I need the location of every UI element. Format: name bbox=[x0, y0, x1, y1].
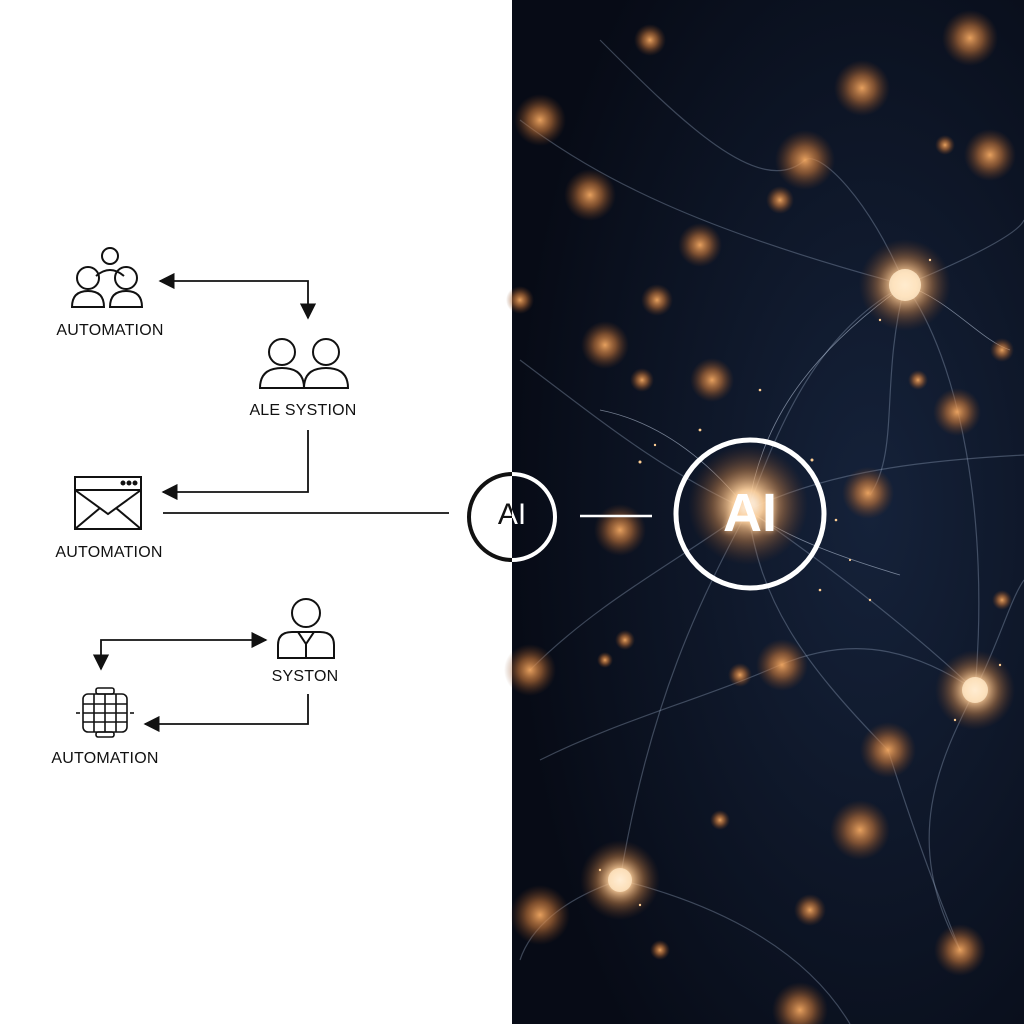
chip-grid-icon bbox=[76, 687, 134, 738]
label-automation-mail: AUTOMATION bbox=[55, 544, 163, 561]
label-ale-system: ALE SYSTION bbox=[249, 402, 357, 419]
mail-window-icon bbox=[74, 476, 142, 530]
arrow-group-to-pair bbox=[158, 272, 317, 320]
ai-text-right: AI bbox=[723, 483, 777, 543]
arrow-device-to-person bbox=[92, 631, 268, 671]
ai-text-left: AI bbox=[472, 500, 552, 530]
ai-badge-left bbox=[467, 472, 557, 562]
workflow-diagram bbox=[70, 247, 449, 738]
two-people-icon bbox=[258, 338, 350, 389]
arrow-person-to-device bbox=[143, 694, 309, 733]
person-with-collar-icon bbox=[277, 598, 335, 659]
label-automation-group: AUTOMATION bbox=[56, 322, 164, 339]
connector-lines bbox=[92, 272, 449, 733]
neuron-hubs bbox=[580, 239, 1015, 920]
ai-badge-right bbox=[673, 437, 827, 591]
label-automation-device: AUTOMATION bbox=[51, 750, 159, 767]
neural-network-panel bbox=[504, 0, 1024, 1024]
bokeh-nodes bbox=[504, 10, 1016, 1024]
label-syston: SYSTON bbox=[271, 668, 339, 685]
group-of-three-people-icon bbox=[70, 247, 144, 308]
arrow-pair-to-mail bbox=[161, 430, 309, 501]
